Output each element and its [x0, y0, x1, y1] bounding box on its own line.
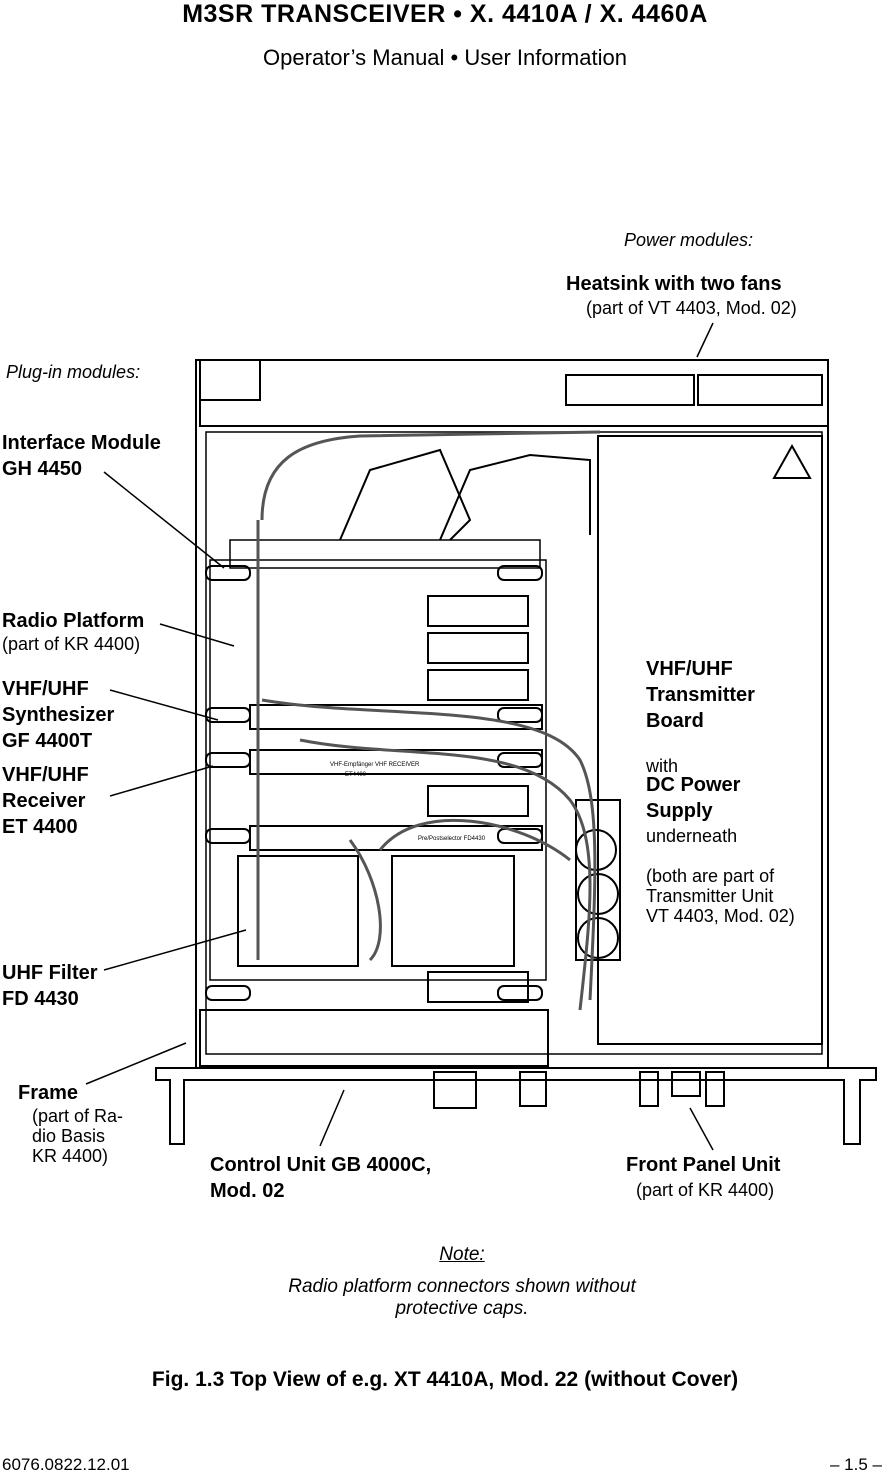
front-panel-detail: (part of KR 4400): [636, 1180, 775, 1200]
synthesizer-label-line1: VHF/UHF: [2, 678, 89, 700]
uhf-filter-code: FD 4430: [2, 988, 79, 1010]
frame-detail-2: dio Basis: [32, 1126, 106, 1146]
transmitter-label-line2: Transmitter: [646, 684, 755, 706]
filter-silkscreen: Pre/Postselector FD4430: [418, 836, 486, 842]
control-unit-mod: Mod. 02: [210, 1180, 285, 1202]
heatsink-detail: (part of VT 4403, Mod. 02): [586, 298, 797, 318]
dc-power-label: DC Power: [646, 774, 741, 796]
transmitter-note-2: Transmitter Unit: [646, 886, 774, 906]
uhf-filter-label: UHF Filter: [2, 962, 98, 984]
page-subtitle: Operator’s Manual • User Information: [263, 45, 627, 70]
transmitter-with: with: [646, 756, 679, 776]
receiver-silkscreen: VHF-Empfänger VHF RECEIVER: [330, 762, 420, 768]
note-line-1: Radio platform connectors shown without: [288, 1276, 636, 1297]
front-panel-label: Front Panel Unit: [626, 1154, 781, 1176]
receiver-label-code: ET 4400: [2, 816, 78, 838]
dc-underneath: underneath: [646, 826, 738, 846]
radio-platform-detail: (part of KR 4400): [2, 634, 141, 654]
note-line-2: protective caps.: [395, 1298, 529, 1319]
interface-module-label: Interface Module: [2, 432, 161, 454]
control-unit-label: Control Unit GB 4000C,: [210, 1154, 432, 1176]
receiver-label-line2: Receiver: [2, 790, 86, 812]
receiver-silkscreen-code: ET4400: [345, 772, 367, 778]
radio-platform-label: Radio Platform: [2, 610, 145, 632]
power-modules-heading: Power modules:: [624, 230, 754, 250]
dc-supply-label: Supply: [646, 800, 713, 822]
interface-module-code: GH 4450: [2, 458, 83, 480]
transmitter-note-1: (both are part of: [646, 866, 775, 886]
transmitter-note-3: VT 4403, Mod. 02): [646, 906, 795, 926]
receiver-label-line1: VHF/UHF: [2, 764, 89, 786]
heatsink-label: Heatsink with two fans: [566, 273, 782, 295]
synthesizer-label-line2: Synthesizer: [2, 704, 115, 726]
frame-label: Frame: [18, 1082, 79, 1104]
synthesizer-label-code: GF 4400T: [2, 730, 93, 752]
transmitter-label-line1: VHF/UHF: [646, 658, 733, 680]
footer-doc-number: 6076.0822.12.01: [2, 1455, 130, 1474]
transmitter-label-line3: Board: [646, 710, 704, 732]
page-title: M3SR TRANSCEIVER • X. 4410A / X. 4460A: [182, 0, 708, 28]
note-heading: Note:: [439, 1244, 485, 1265]
plugin-modules-heading: Plug-in modules:: [6, 362, 141, 382]
footer-page-number: – 1.5 –: [830, 1455, 882, 1474]
frame-detail-3: KR 4400): [32, 1146, 109, 1166]
figure-caption: Fig. 1.3 Top View of e.g. XT 4410A, Mod.…: [151, 1368, 739, 1391]
frame-detail-1: (part of Ra-: [32, 1106, 124, 1126]
